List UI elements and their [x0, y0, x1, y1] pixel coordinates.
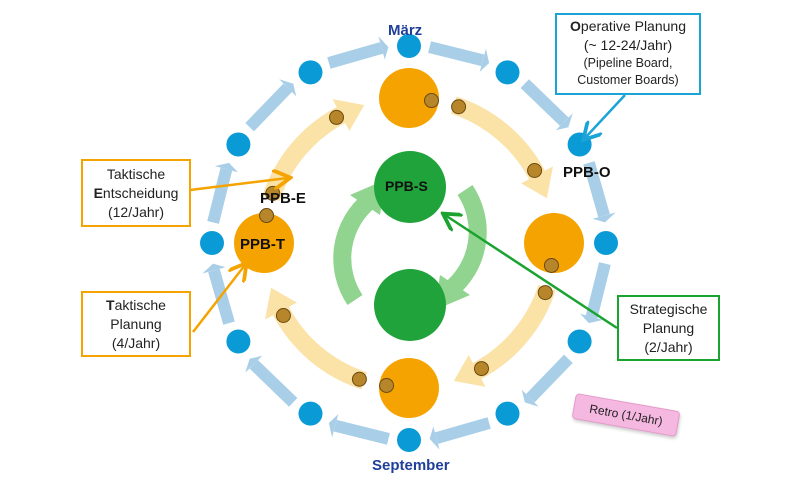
box-title: Strategische	[629, 301, 708, 317]
blue-month-dot	[594, 231, 618, 255]
blue-arrow	[249, 359, 298, 407]
blue-arrow	[428, 41, 485, 67]
box-frequency: (~ 12-24/Jahr)	[583, 37, 673, 53]
green-circle-bottom	[374, 269, 446, 341]
brown-decision-dot	[259, 208, 275, 224]
yellow-arrowhead	[521, 166, 553, 199]
connector-strategisch	[445, 215, 618, 330]
box-frequency: (12/Jahr)	[107, 204, 165, 220]
yellow-arrow	[450, 96, 545, 180]
yellow-arrow	[273, 306, 368, 390]
label-ppb-s: PPB-S	[385, 178, 428, 194]
box-title: Planung	[642, 320, 695, 336]
box-title: ntscheidung	[102, 185, 179, 201]
green-arrow-right	[444, 184, 487, 297]
blue-arrow	[207, 167, 233, 224]
orange-quarter-circle	[234, 213, 294, 273]
blue-arrowhead	[580, 313, 604, 324]
orange-quarter-circle	[524, 213, 584, 273]
blue-month-dot	[298, 401, 323, 426]
orange-quarter-circle	[379, 358, 439, 418]
label-ppb-e: PPB-E	[260, 190, 306, 207]
box-taktische-entscheidung: Taktische Entscheidung (12/Jahr)	[81, 159, 191, 227]
blue-arrow	[327, 42, 384, 69]
blue-arrow	[333, 419, 390, 445]
blue-arrowhead	[328, 414, 339, 438]
box-taktische-planung: Taktische Planung (4/Jahr)	[81, 291, 191, 357]
blue-month-dot	[495, 60, 520, 85]
blue-arrowhead	[479, 48, 490, 72]
connector-taktisch	[192, 265, 245, 333]
box-frequency: (4/Jahr)	[111, 335, 161, 351]
blue-arrowhead	[592, 212, 616, 223]
brown-decision-dot	[537, 285, 553, 301]
brown-decision-dot	[379, 377, 395, 393]
month-label-september: September	[372, 457, 450, 474]
green-circle-ppb-s	[374, 151, 446, 223]
connector-entscheidung	[189, 178, 288, 192]
box-title: perative Planung	[580, 18, 686, 34]
label-ppb-t: PPB-T	[240, 236, 285, 253]
blue-arrowhead	[279, 79, 297, 97]
blue-month-dot	[226, 132, 251, 157]
brown-decision-dot	[275, 308, 291, 323]
blue-arrowhead	[214, 162, 238, 173]
blue-arrowhead	[521, 389, 539, 407]
brown-decision-dot	[329, 109, 344, 125]
month-label-maerz: März	[388, 22, 423, 39]
box-detail: (Pipeline Board,	[583, 56, 673, 70]
blue-month-dot	[200, 231, 224, 255]
blue-month-dot	[298, 60, 323, 85]
blue-arrow	[434, 417, 491, 444]
orange-quarter-circle	[379, 68, 439, 128]
box-detail: Customer Boards)	[577, 73, 679, 87]
blue-month-dot	[226, 329, 251, 354]
blue-month-dot	[567, 329, 592, 354]
blue-month-dot	[397, 428, 421, 452]
blue-arrowhead	[378, 36, 389, 60]
blue-arrowhead	[245, 355, 263, 373]
blue-arrow	[583, 161, 610, 218]
blue-arrow	[585, 262, 611, 319]
yellow-arrowhead	[332, 99, 365, 131]
box-title: Taktische	[106, 166, 166, 182]
brown-decision-dot	[451, 99, 467, 115]
yellow-arrowhead	[453, 355, 486, 387]
box-frequency: (2/Jahr)	[644, 339, 693, 355]
yellow-arrow	[262, 107, 346, 202]
brown-decision-dot	[527, 163, 543, 178]
box-title: aktische	[114, 297, 166, 313]
box-operative-planung: Operative Planung (~ 12-24/Jahr) (Pipeli…	[555, 13, 701, 95]
green-arrow-left	[333, 193, 376, 306]
box-initial: O	[570, 18, 581, 34]
brown-decision-dot	[351, 371, 367, 387]
box-strategische-planung: Strategische Planung (2/Jahr)	[617, 295, 720, 361]
brown-decision-dot	[474, 361, 489, 377]
blue-arrow	[525, 354, 573, 403]
brown-decision-dot	[543, 257, 559, 273]
brown-decision-dot	[423, 93, 439, 109]
blue-arrow	[245, 83, 293, 132]
box-title: Planung	[110, 316, 162, 332]
box-initial: T	[106, 297, 115, 313]
blue-month-dot	[495, 401, 520, 426]
connector-operative	[585, 94, 626, 138]
yellow-arrow	[472, 284, 556, 379]
blue-arrow	[520, 79, 569, 127]
blue-arrowhead	[202, 263, 226, 274]
yellow-arrowhead	[265, 287, 297, 320]
box-initial: E	[93, 185, 103, 201]
blue-arrowhead	[555, 113, 573, 131]
label-ppb-o: PPB-O	[563, 164, 611, 181]
blue-month-dot	[397, 34, 421, 58]
blue-arrowhead	[429, 426, 440, 450]
